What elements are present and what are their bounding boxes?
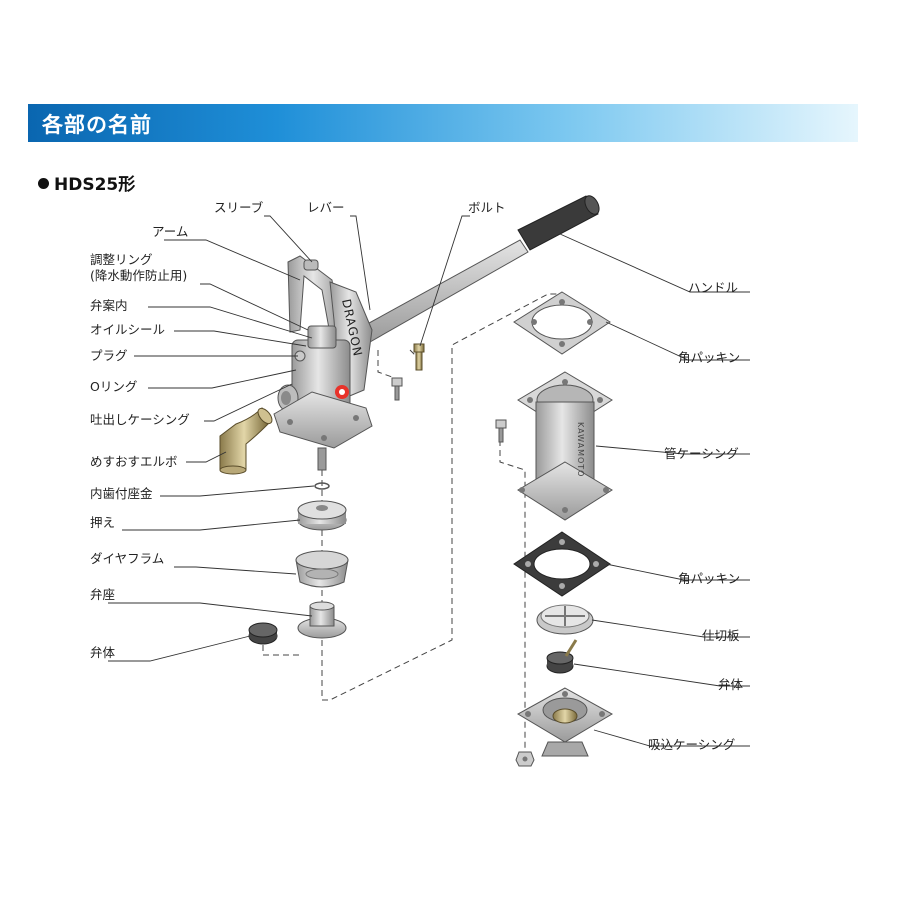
label-adjust-ring-note: (降水動作防止用) xyxy=(90,268,187,283)
label-valve-guide: 弁案内 xyxy=(90,298,128,313)
section-title: 各部の名前 xyxy=(42,113,152,137)
label-adjust-ring: 調整リング xyxy=(90,252,153,267)
diaphragm-part xyxy=(295,550,349,588)
elbow-part xyxy=(219,407,273,475)
label-valve-body-right: 弁体 xyxy=(718,677,744,692)
label-suction-casing: 吸込ケーシング xyxy=(648,737,735,752)
handle-part xyxy=(359,195,600,343)
presser-part xyxy=(297,500,347,531)
label-pipe-casing: 管ケーシング xyxy=(664,446,739,461)
label-arm: アーム xyxy=(152,224,188,239)
brand-text-casing: KAWAMOTO xyxy=(576,422,585,477)
section-header-banner: 各部の名前 xyxy=(28,104,858,142)
model-heading: HDS25形 xyxy=(38,170,135,195)
washer-part xyxy=(314,482,330,490)
label-bolt: ボルト xyxy=(468,200,506,215)
label-valve-seat: 弁座 xyxy=(90,587,115,602)
label-square-packing-bottom: 角パッキン xyxy=(678,571,740,586)
sleeve-part xyxy=(303,259,319,271)
nut-part xyxy=(515,751,535,767)
suction-casing-part xyxy=(516,687,614,757)
label-sleeve: スリーブ xyxy=(214,200,264,215)
stem-part xyxy=(317,447,327,471)
label-partition-plate: 仕切板 xyxy=(702,628,740,643)
square-packing-bottom-part xyxy=(513,531,611,597)
label-elbow: めすおすエルボ xyxy=(90,454,178,469)
label-plug: プラグ xyxy=(90,348,128,363)
label-discharge-casing: 吐出しケーシング xyxy=(90,412,190,427)
bolt-part xyxy=(391,343,425,401)
pump-body: DRAGON xyxy=(273,195,600,490)
label-diaphragm: ダイヤフラム xyxy=(90,551,164,566)
label-lever: レバー xyxy=(307,200,345,215)
pipe-casing-part: KAWAMOTO xyxy=(517,371,613,521)
label-o-ring: Oリング xyxy=(90,379,137,394)
square-packing-top-part xyxy=(513,291,611,355)
label-valve-body-left: 弁体 xyxy=(90,645,116,660)
brand-logo-icon xyxy=(335,385,349,399)
label-handle: ハンドル xyxy=(688,280,738,295)
label-washer: 内歯付座金 xyxy=(90,486,153,501)
part-labels: スリーブ レバー ボルト アーム 調整リング (降水動作防止用) 弁案内 オイル… xyxy=(90,200,744,752)
valve-body-left-part xyxy=(248,622,278,645)
valve-body-right-part xyxy=(546,639,578,674)
label-square-packing-top: 角パッキン xyxy=(678,350,740,365)
model-name: HDS25形 xyxy=(54,175,136,195)
leader-lines xyxy=(108,215,750,747)
base-flange xyxy=(273,391,373,449)
partition-plate-part xyxy=(536,604,594,635)
valve-seat-part xyxy=(297,601,347,639)
valve-guide-part xyxy=(307,325,337,349)
label-oil-seal: オイルシール xyxy=(90,322,165,337)
label-presser: 押え xyxy=(90,515,115,530)
casing-bolt-part xyxy=(495,419,507,443)
assembly-guide-lines xyxy=(262,293,560,760)
bullet-icon xyxy=(38,178,49,189)
